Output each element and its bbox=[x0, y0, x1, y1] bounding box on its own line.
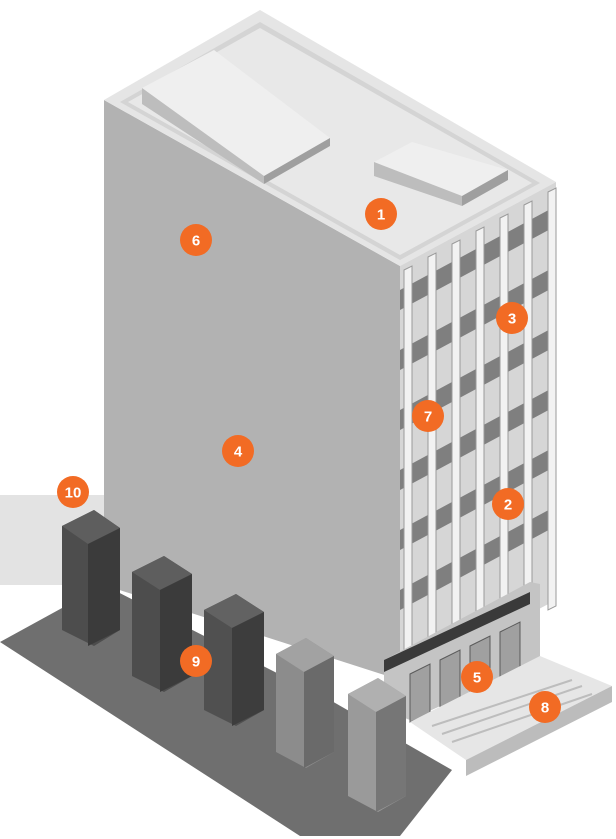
marker-3-label: 3 bbox=[508, 311, 516, 328]
marker-5-label: 5 bbox=[473, 670, 481, 687]
marker-8-label: 8 bbox=[541, 700, 549, 717]
marker-3: 3 bbox=[496, 302, 528, 334]
marker-6: 6 bbox=[180, 224, 212, 256]
marker-10-label: 10 bbox=[65, 485, 82, 502]
marker-9: 9 bbox=[180, 645, 212, 677]
marker-6-label: 6 bbox=[192, 233, 200, 250]
marker-7: 7 bbox=[412, 400, 444, 432]
marker-2-label: 2 bbox=[504, 497, 512, 514]
marker-5: 5 bbox=[461, 661, 493, 693]
marker-1-label: 1 bbox=[377, 207, 385, 224]
marker-4: 4 bbox=[222, 435, 254, 467]
marker-4-label: 4 bbox=[234, 444, 243, 461]
marker-2: 2 bbox=[492, 488, 524, 520]
marker-7-label: 7 bbox=[424, 409, 432, 426]
marker-8: 8 bbox=[529, 691, 561, 723]
marker-1: 1 bbox=[365, 198, 397, 230]
marker-10: 10 bbox=[57, 476, 89, 508]
marker-9-label: 9 bbox=[192, 654, 200, 671]
